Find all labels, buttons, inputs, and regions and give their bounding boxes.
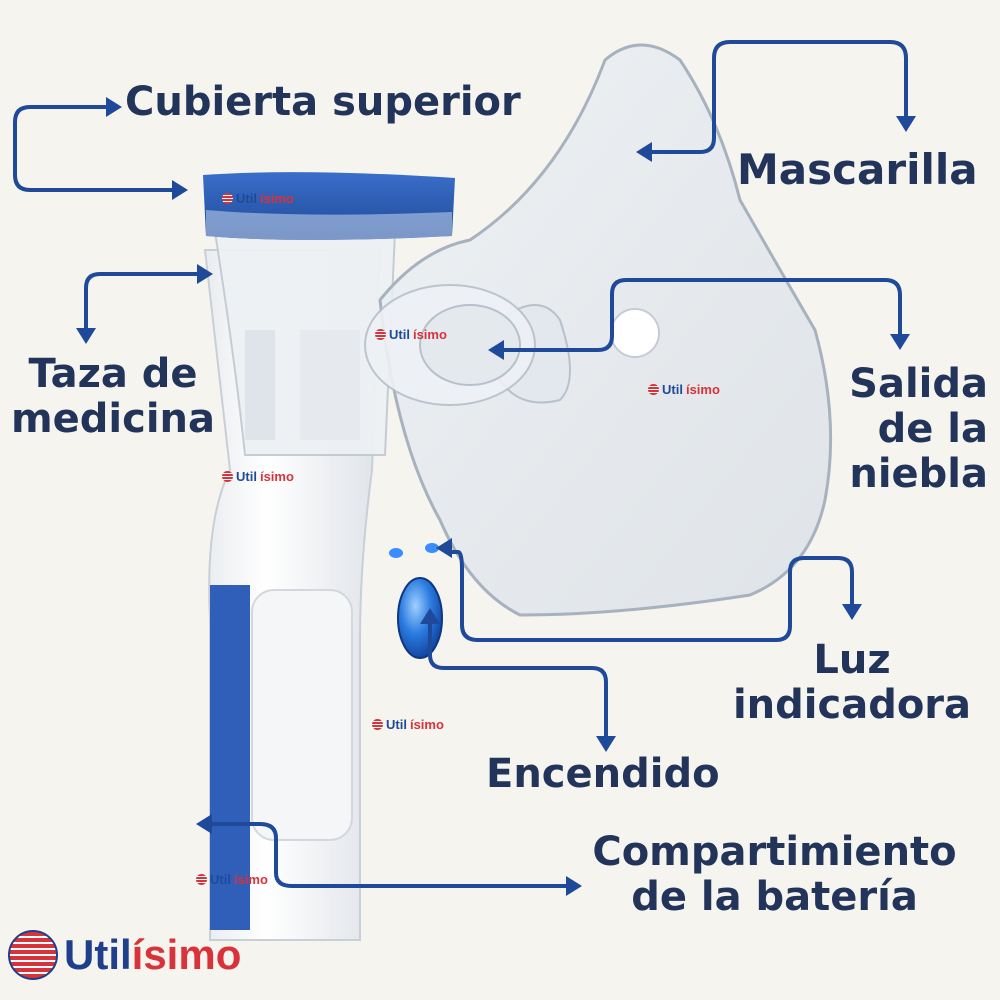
label-luz-indicadora: Luz indicadora [732,637,972,728]
nebulizer-body [203,172,455,941]
arrow-mascarilla [646,40,908,154]
watermark-globe-icon [222,471,233,482]
arrowhead-luz-left [436,538,452,558]
arrowhead-taza-right [197,264,213,284]
arrow-luz [446,550,854,642]
arrowhead-salida-left [488,340,504,360]
brand-logo: Utilísimo [8,930,241,980]
arrow-salida [498,278,902,352]
label-cubierta-superior: Cubierta superior [125,79,521,125]
arrowhead-cubierta-top [106,97,122,117]
leader-arrows [13,40,908,888]
arrowhead-luz-down [842,604,862,620]
arrowhead-cubierta-bottom [172,180,188,200]
arrowhead-compartimiento-right [566,876,582,896]
label-encendido: Encendido [486,751,720,797]
watermark-globe-icon [375,329,386,340]
label-taza-de-medicina: Taza de medicina [10,351,216,442]
watermark-globe-icon [222,193,233,204]
arrowhead-encendido-down [596,736,616,752]
watermark-globe-icon [648,384,659,395]
label-compartimiento-de-la-bateria: Compartimiento de la batería [592,829,957,920]
arrow-encendido [428,620,608,740]
label-mascarilla: Mascarilla [737,145,978,194]
arrowhead-taza-down [76,328,96,344]
arrow-taza [84,272,202,332]
globe-logo-icon [8,930,58,980]
arrow-heads [76,97,916,896]
arrowhead-encendido-up [420,608,440,624]
arrowhead-compartimiento-left [196,814,212,834]
arrowhead-mascarilla-down [896,116,916,132]
watermark-globe-icon [196,874,207,885]
arrow-cubierta [13,105,177,192]
watermark-globe-icon [372,719,383,730]
label-salida-de-la-niebla: Salida de la niebla [849,361,988,497]
arrowhead-salida-down [890,334,910,350]
mask [364,43,833,617]
arrow-compartimiento [203,822,570,888]
arrowhead-mascarilla-left [636,142,652,162]
